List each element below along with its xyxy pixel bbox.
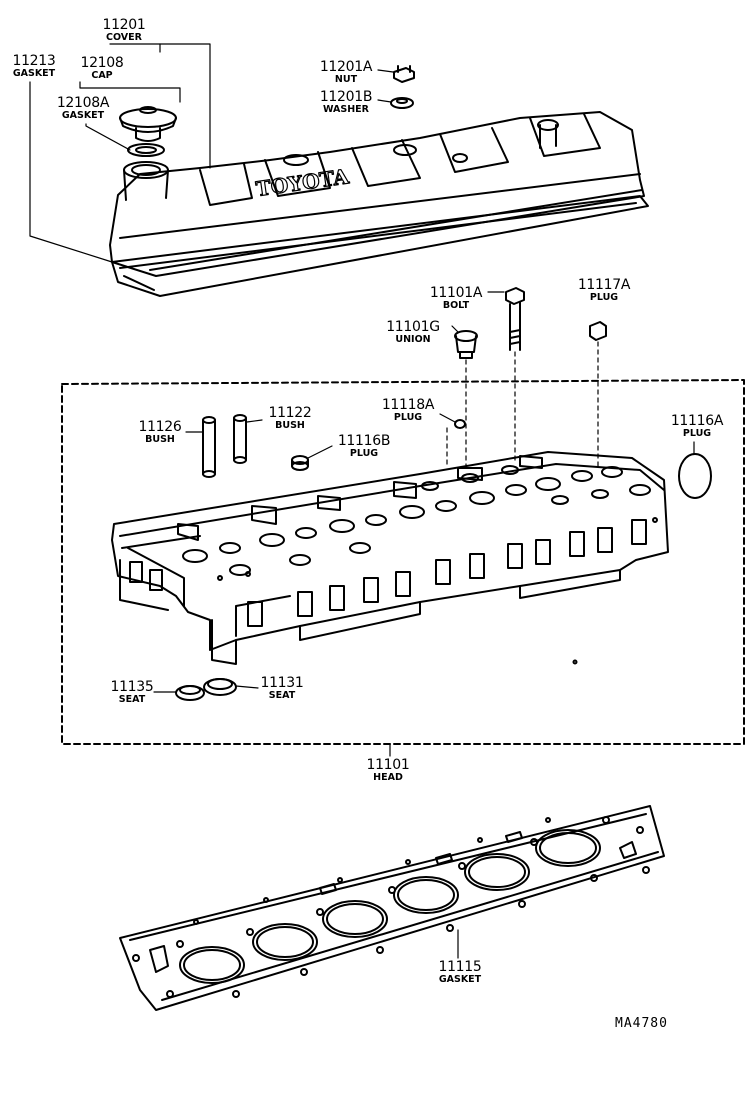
label-11213: 11213 GASKET	[6, 54, 62, 79]
part-name: PLUG	[589, 292, 619, 303]
part-number: 11122	[268, 405, 312, 421]
part-number: 11117A	[577, 277, 631, 293]
cylinder-head	[111, 451, 669, 665]
part-number: 12108A	[56, 95, 110, 111]
label-11101: 11101 HEAD	[360, 758, 416, 783]
part-name: GASKET	[12, 68, 56, 79]
bolt-union-plug	[451, 287, 607, 471]
part-number: 11213	[12, 53, 56, 69]
part-name: SEAT	[268, 690, 296, 701]
label-12108A: 12108A GASKET	[52, 96, 114, 121]
part-number: 11101A	[429, 285, 483, 301]
part-name: BOLT	[442, 300, 470, 311]
part-name: PLUG	[349, 448, 379, 459]
part-number: 11101G	[386, 319, 440, 335]
part-number: 12108	[80, 55, 124, 71]
label-11101G: 11101G UNION	[380, 320, 446, 345]
head-gasket	[119, 805, 665, 1011]
part-name: COVER	[106, 32, 142, 43]
label-11201B: 11201B WASHER	[314, 90, 378, 115]
part-number: 11115	[438, 959, 482, 975]
part-number: 11201	[102, 17, 146, 33]
part-number: 11116B	[337, 433, 391, 449]
part-name: PLUG	[682, 428, 712, 439]
part-name: NUT	[334, 74, 358, 85]
part-name: UNION	[395, 334, 431, 345]
part-number: 11135	[110, 679, 154, 695]
label-11116A: 11116A PLUG	[664, 414, 730, 439]
part-name: HEAD	[373, 772, 403, 783]
part-number: 11116A	[670, 413, 724, 429]
part-name: WASHER	[322, 104, 369, 115]
label-12108: 12108 CAP	[76, 56, 128, 81]
part-number: 11201B	[319, 89, 373, 105]
label-11115: 11115 GASKET	[430, 960, 490, 985]
part-number: 11101	[366, 757, 410, 773]
part-number: 11131	[260, 675, 304, 691]
part-name: CAP	[91, 70, 113, 81]
part-name: BUSH	[145, 434, 175, 445]
valve-cover	[29, 43, 649, 297]
head-small-parts	[153, 413, 712, 757]
part-number: 11126	[138, 419, 182, 435]
label-11116B: 11116B PLUG	[332, 434, 396, 459]
part-name: PLUG	[393, 412, 423, 423]
label-11126: 11126 BUSH	[132, 420, 188, 445]
label-11101A: 11101A BOLT	[424, 286, 488, 311]
part-name: BUSH	[275, 420, 305, 431]
label-11201: 11201 COVER	[96, 18, 152, 43]
label-11118A: 11118A PLUG	[376, 398, 440, 423]
label-11201A: 11201A NUT	[314, 60, 378, 85]
part-name: SEAT	[118, 694, 146, 705]
part-number: 11201A	[319, 59, 373, 75]
cover-gasket-outline	[111, 195, 649, 297]
part-number: 11118A	[381, 397, 435, 413]
head-assembly-box	[61, 379, 745, 745]
label-11131: 11131 SEAT	[256, 676, 308, 701]
label-11135: 11135 SEAT	[106, 680, 158, 705]
diagram-code: MA4780	[615, 1016, 668, 1031]
label-11122: 11122 BUSH	[262, 406, 318, 431]
part-name: GASKET	[61, 110, 105, 121]
label-11117A: 11117A PLUG	[572, 278, 636, 303]
part-name: GASKET	[438, 974, 482, 985]
